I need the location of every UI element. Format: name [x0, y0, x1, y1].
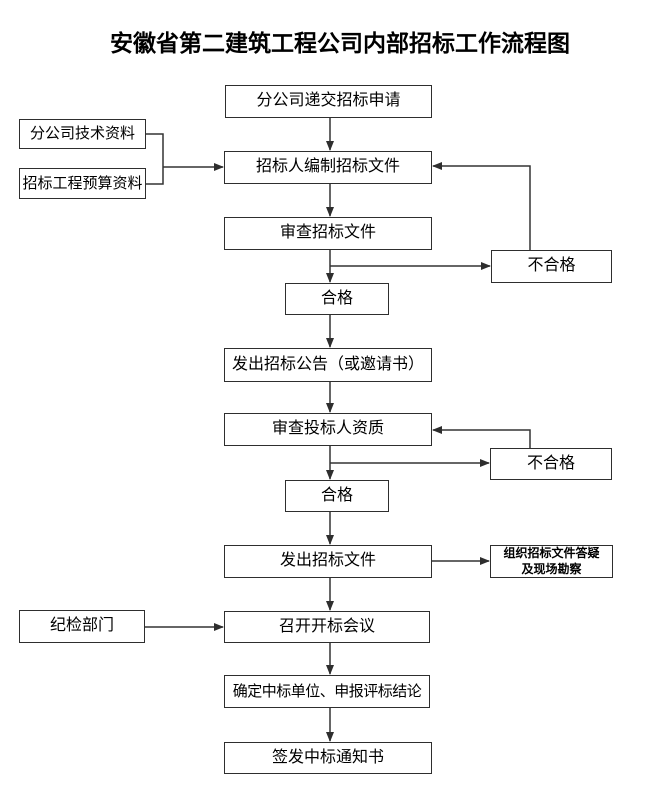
node-budget-materials: 招标工程预算资料 — [19, 168, 146, 199]
node-label: 分公司技术资料 — [29, 125, 135, 143]
node-label: 发出招标公告（或邀请书） — [231, 355, 424, 373]
node-label: 不合格 — [526, 454, 575, 472]
node-discipline-dept: 纪检部门 — [19, 610, 145, 643]
node-prepare-documents: 招标人编制招标文件 — [224, 151, 432, 184]
node-determine-winner: 确定中标单位、申报评标结论 — [224, 675, 430, 708]
node-review-documents: 审查招标文件 — [224, 217, 432, 250]
node-pass-1: 合格 — [285, 283, 389, 315]
node-label-line2: 及现场勘察 — [521, 561, 582, 576]
node-label: 合格 — [320, 289, 353, 307]
page-title: 安徽省第二建筑工程公司内部招标工作流程图 — [110, 30, 570, 56]
node-issue-award-notice: 签发中标通知书 — [224, 742, 432, 774]
node-fail-1: 不合格 — [491, 250, 612, 283]
node-qa-site-survey: 组织招标文件答疑 及现场勘察 — [490, 545, 613, 578]
node-pass-2: 合格 — [285, 480, 389, 512]
node-announce: 发出招标公告（或邀请书） — [224, 348, 432, 382]
node-label: 发出招标文件 — [279, 552, 376, 570]
node-label: 审查投标人资质 — [271, 420, 384, 438]
node-label: 召开开标会议 — [278, 617, 375, 635]
node-review-bidders: 审查投标人资质 — [224, 413, 432, 446]
node-label: 招标工程预算资料 — [22, 174, 143, 192]
node-label: 合格 — [320, 486, 353, 504]
node-issue-documents: 发出招标文件 — [224, 545, 432, 578]
node-bid-opening-meeting: 召开开标会议 — [224, 611, 430, 643]
node-submit-application: 分公司递交招标申请 — [225, 85, 432, 118]
node-label-line1: 组织招标文件答疑 — [503, 545, 600, 560]
node-fail-2: 不合格 — [490, 448, 612, 480]
node-label: 审查招标文件 — [279, 224, 376, 242]
node-label: 纪检部门 — [49, 617, 114, 635]
node-label: 招标人编制招标文件 — [255, 158, 400, 176]
node-tech-materials: 分公司技术资料 — [19, 119, 146, 149]
node-label: 不合格 — [527, 257, 576, 275]
node-label: 确定中标单位、申报评标结论 — [232, 682, 422, 700]
node-label: 签发中标通知书 — [271, 748, 384, 766]
edge-fail2-to-review-bidders-loop — [432, 426, 531, 448]
node-label: 分公司递交招标申请 — [256, 92, 401, 110]
edge-fail1-to-prepare-loop — [432, 162, 531, 250]
edge-materials-bracket — [146, 133, 164, 185]
